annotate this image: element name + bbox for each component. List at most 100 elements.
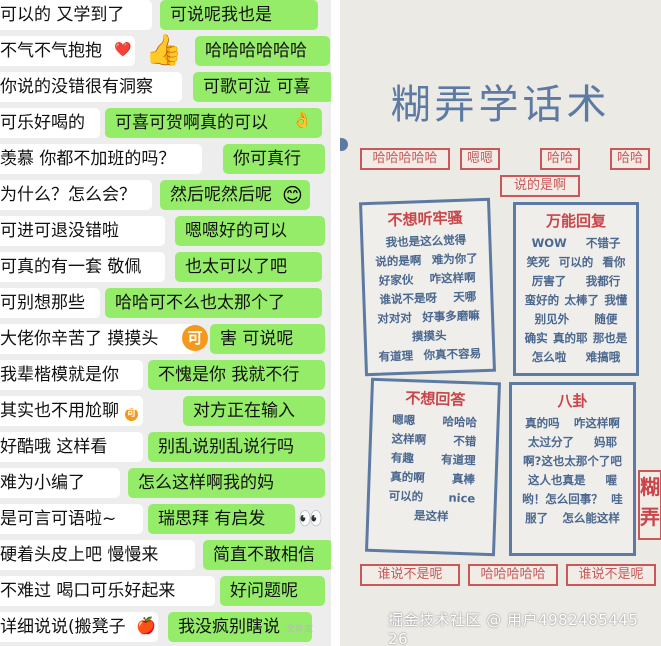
chat-row: 不难过 喝口可乐好起来好问题呢 [0,576,331,606]
phrase: 这样啊 [391,431,427,447]
phrase: 怎么啦 [531,349,567,364]
chat-row: 可真的有一套 敬佩也太可以了吧 [0,252,331,282]
bg-card: 哈哈 [540,148,580,170]
poster-title: 糊弄学话术 [390,82,611,128]
sent-message: 简直不敢相信 [203,540,331,570]
phrase: 是这样 [413,507,449,524]
apple-icon: 🍎 [136,616,156,635]
received-message: 为什么？怎么会？ [0,180,152,210]
chat-row: 是可言可语啦~瑞思拜 有启发 [0,504,331,534]
heart-icon: ❤️ [114,42,132,58]
phrase: 厉害了 [531,273,567,288]
phrase: 真的啊 [390,469,426,485]
received-message: 可进可退没错啦 [0,216,165,246]
chat-row: 我辈楷模就是你不愧是你 我就不行 [0,360,331,390]
chat-row: 其实也不用尬聊对方正在输入 [0,396,331,426]
phrase: 随便 [594,311,618,326]
received-message: 大佬你辛苦了 摸摸头 [0,324,195,354]
received-message: 是可言可语啦~ [0,504,143,534]
ke-badge-icon: 可 [182,325,208,351]
received-message: 难为小编了 [0,468,120,498]
chat-row: 为什么？怎么会？ 然后呢然后呢 [0,180,331,210]
received-message: 硬着头皮上吧 慢慢来 [0,540,195,570]
phrase: 太过分了 [528,434,574,449]
sent-message: 对方正在输入 [183,396,325,426]
sent-message: 哈哈可不么也太那个了 [105,288,322,318]
phrase: 哇 [611,491,623,506]
received-message: 不难过 喝口可乐好起来 [0,576,215,606]
chat-row: 详细说说(搬凳子我没疯别瞎说 [0,612,331,642]
phrase-row: 太过分了妈耶 [518,432,627,451]
phrase: 那也是 [592,330,628,345]
dot-marker [340,138,348,151]
chat-watermark: 文件库 [286,625,314,635]
phrase: nice [448,490,476,505]
phrase: 有趣 [390,450,415,465]
chat-row: 不气不气抱抱哈哈哈哈哈哈 [0,36,331,66]
sent-message: 不愧是你 我就不行 [148,360,325,390]
phrase: 可以的 [388,487,424,504]
sent-message: 也太可以了吧 [175,252,322,282]
phrase: 咋这样啊 [573,415,620,430]
phrase-card: 八卦真的吗咋这样啊太过分了妈耶啊?这也太那个了吧这人也真是喔哟！怎么回事？哇服了… [509,382,636,556]
phrase: 真的吗 [525,415,560,430]
chat-row: 难为小编了怎么这样啊我的妈 [0,468,331,498]
bg-card: 哈哈哈哈哈 [360,148,450,170]
chat-panel: 可以的 又学到了可说呢我也是不气不气抱抱哈哈哈哈哈哈你说的没错很有洞察可歌可泣 … [0,0,331,646]
sent-message: 怎么这样啊我的妈 [128,468,325,498]
phrase: 咋这样啊 [429,269,476,286]
phrase-card: 不想听牢骚我也是这么觉得说的是啊难为你了好家伙咋这样啊谁说不是呀天哪对对对好事多… [359,197,496,377]
chat-row: 可进可退没错啦嗯嗯好的可以 [0,216,331,246]
phrase: 不错子 [585,235,621,250]
phrase: 可以的 [558,254,594,269]
bg-card: 嗯嗯 [460,148,500,170]
phrase: 太棒了 [564,292,599,307]
footer-watermark: 掘金技术社区 @ 用户4982485445 26 [388,611,639,646]
sent-message: 可喜可贺啊真的可以 [105,108,322,138]
received-message: 可真的有一套 敬佩 [0,252,165,282]
phrase-row: 厉害了我都行 [522,271,630,290]
eyes-icon: 👀 [298,506,323,530]
phrase-row: 这人也真是喔 [518,470,627,489]
phrase-row: 蛮好的太棒了我懂 [522,290,630,309]
thumbs-up-icon: 👍 [145,33,183,68]
phrase: 谁说不是呀 [379,290,438,307]
phrase: 难为你了 [431,250,479,267]
phrase: 笑死 [526,254,550,269]
sent-message: 哈哈哈哈哈哈 [195,36,330,66]
phrase: 好事多磨嘛 [422,307,480,324]
bg-card: 糊弄 [638,470,661,540]
bg-card: 谁说不是呢 [360,564,460,586]
sent-message: 你可真行 [223,144,325,174]
phrase: 对对对 [377,310,413,326]
sent-message: 然后呢然后呢 [160,180,310,210]
phrase: 有道理 [440,451,476,467]
received-message: 好酷哦 这样看 [0,432,143,462]
received-message: 可乐好喝的 [0,108,100,138]
sent-message: 瑞思拜 有启发 [148,504,295,534]
phrase: 说的是啊 [375,252,422,269]
phrase-row: 是这样 [375,504,488,527]
chat-row: 羡慕 你都不加班的吗？你可真行 [0,144,331,174]
bg-card: 哈哈 [610,148,650,170]
phrase: 确实 [524,330,548,345]
sent-message: 好问题呢 [220,576,325,606]
phrase: WOW [531,235,567,250]
phrase: 蛮好的 [524,292,560,307]
received-message: 你说的没错很有洞察 [0,72,182,102]
chat-row: 你说的没错很有洞察可歌可泣 可喜 [0,72,331,102]
bg-card: 谁说不是呢 [566,564,656,586]
received-message: 详细说说(搬凳子 [0,612,158,642]
smile-icon: 😊 [282,183,303,207]
phrase: 摸摸头 [411,327,447,344]
sent-message: 害 可说呢 [210,324,325,354]
phrase: 嗯嗯 [392,412,416,427]
phrase: 有道理 [378,348,414,364]
phrase-row: 别见外随便 [522,309,630,328]
phrase-row: 有道理你真不容易 [373,343,487,366]
phrase: 我懂 [604,292,628,307]
sent-message: 别乱说别乱说行吗 [148,432,325,462]
phrase: 不错 [453,433,477,448]
sent-message: 可歌可泣 可喜 [193,72,331,102]
